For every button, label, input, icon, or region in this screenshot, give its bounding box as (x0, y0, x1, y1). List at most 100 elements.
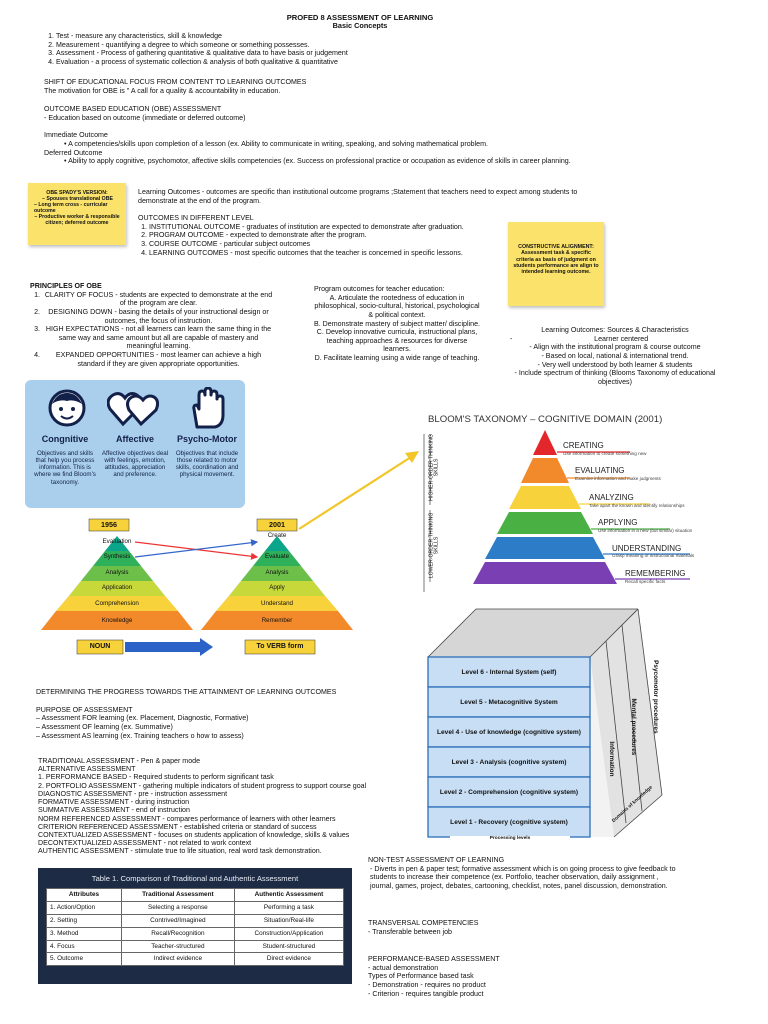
bloom-level-desc: Use information to create something new (563, 451, 647, 456)
face-icon (47, 388, 87, 428)
list-item: B. Demonstrate mastery of subject matter… (314, 319, 480, 328)
bloom-revision-diagram: 1956 2001 Evaluation Synthesis Analysis … (25, 512, 370, 662)
domain-text: Objectives that include those related to… (175, 450, 239, 479)
new-level: Create (267, 532, 287, 539)
list-item-text: Align with the institutional program & c… (533, 343, 701, 352)
principles-section: PRINCIPLES OF OBE CLARITY OF FOCUS - stu… (30, 282, 275, 368)
list-item: Assessment - Process of gathering quanti… (56, 49, 502, 58)
immediate-label: Immediate Outcome (44, 131, 108, 140)
cube-level: Level 2 - Comprehension (cognitive syste… (439, 789, 579, 796)
shift-section: SHIFT OF EDUCATIONAL FOCUS FROM CONTENT … (44, 78, 544, 95)
blooms-taxonomy-chart: BLOOM'S TAXONOMY – COGNITIVE DOMAIN (200… (420, 410, 720, 595)
nontest-section: NON-TEST ASSESSMENT OF LEARNING - Divert… (368, 856, 678, 891)
obe-item: - Education based on outcome (immediate … (44, 113, 246, 122)
list-item: – Assessment FOR learning (ex. Placement… (36, 714, 249, 723)
list-item: HIGH EXPECTATIONS - not all learners can… (42, 325, 275, 351)
bloom-revision-svg (41, 518, 353, 656)
list-item-text: Assessment FOR learning (ex. Placement, … (41, 714, 249, 723)
list-item: CLARITY OF FOCUS - students are expected… (42, 291, 275, 308)
nontest-heading: NON-TEST ASSESSMENT OF LEARNING (368, 856, 505, 864)
hand-icon (187, 386, 227, 429)
page-title: PROFED 8 ASSESSMENT OF LEARNING (286, 13, 434, 22)
list-item-text: Very well understood by both learner & s… (541, 360, 693, 369)
old-level: Application (101, 584, 133, 591)
table-cell: 1. Action/Option (46, 901, 122, 915)
basic-concepts-list: Test - measure any characteristics, skil… (42, 32, 502, 67)
program-outcomes: Program outcomes for teacher education: … (312, 285, 482, 363)
noun-label: NOUN (89, 643, 111, 650)
old-level: Comprehension (95, 600, 139, 607)
lower-order-label: LOWER-ORDER THINKING SKILLS (428, 512, 440, 579)
verb-label: To VERB form (256, 643, 304, 650)
list-item-text: Assessment OF learning (ex. Summative) (41, 722, 173, 731)
bloom-level-desc: Grasp meaning of instructional materials (612, 553, 695, 558)
table-cell: Student-structured (233, 939, 345, 954)
list-item: - Very well understood by both learner &… (537, 360, 693, 369)
list-item: CONTEXTUALIZED ASSESSMENT - focuses on s… (38, 830, 350, 839)
list-item: PROGRAM OUTCOME - expected to demonstrat… (149, 231, 508, 240)
year-1956: 1956 (101, 520, 117, 529)
year-2001: 2001 (269, 520, 285, 529)
new-level: Apply (269, 584, 285, 591)
transversal-heading: TRANSVERSAL COMPETENCIES (368, 919, 479, 927)
page-subtitle: Basic Concepts (332, 21, 388, 30)
list-item: - Include spectrum of thinking (Blooms T… (514, 369, 716, 386)
obe-heading: OUTCOME BASED EDUCATION (OBE) ASSESSMENT (44, 105, 222, 113)
learning-domains-panel: Congnitive Affective Psycho-Motor Object… (25, 380, 245, 508)
performance-section: PERFORMANCE-BASED ASSESSMENT - actual de… (368, 955, 668, 998)
old-level: Synthesis (103, 553, 131, 560)
table-cell: Performing a task (233, 901, 345, 915)
hearts-icon (106, 388, 160, 428)
bloom-level-desc: Examine information and make judgments (575, 476, 661, 481)
table-cell: 3. Method (46, 926, 122, 941)
principles-heading: PRINCIPLES OF OBE (30, 282, 102, 290)
constructive-text: Assessment task & specific criteria as b… (513, 250, 599, 276)
processing-levels-label: Processing levels (450, 836, 570, 842)
constructive-alignment-note: CONSTRUCTIVE ALIGNMENT: Assessment task … (508, 222, 604, 306)
table-cell: 4. Focus (46, 939, 122, 954)
table-row: 3. Method Recall/Recognition Constructio… (46, 926, 345, 941)
comparison-table-card: Table 1. Comparison of Traditional and A… (38, 868, 352, 984)
bloom-title: BLOOM'S TAXONOMY – COGNITIVE DOMAIN (200… (428, 414, 663, 425)
table-header: Authentic Assessment (233, 888, 345, 903)
list-item: Test - measure any characteristics, skil… (56, 32, 502, 41)
table-header: Traditional Assessment (120, 888, 235, 903)
table-caption: Table 1. Comparison of Traditional and A… (91, 874, 299, 883)
immediate-text: • A competencies/skills upon completion … (64, 139, 488, 148)
immediate-text-value: A competencies/skills upon completion of… (68, 139, 488, 148)
spady-item: – Productive worker & responsible citize… (34, 213, 120, 226)
old-level: Knowledge (101, 617, 133, 624)
new-level: Understand (261, 600, 293, 607)
performance-line: Types of Performance based task (368, 972, 474, 981)
bloom-level-name: CREATING (563, 441, 604, 450)
list-item: TRADITIONAL ASSESSMENT - Pen & paper mod… (38, 757, 201, 765)
table-header-row: Attributes Traditional Assessment Authen… (46, 888, 345, 903)
list-item: -Learner centered (510, 334, 649, 343)
list-item: DIAGNOSTIC ASSESSMENT - pre - instructio… (38, 789, 228, 798)
list-item-text: Assessment AS learning (ex. Training tea… (41, 731, 244, 740)
list-item: Measurement - quantifying a degree to wh… (56, 41, 502, 50)
table-row: 1. Action/Option Selecting a response Pe… (46, 901, 345, 915)
cube-level: Level 3 - Analysis (cognitive system) (451, 759, 567, 766)
bloom-level-name: APPLYING (598, 518, 638, 527)
connector-arrow (298, 451, 419, 530)
new-level: Analysis (265, 569, 289, 576)
cube-level: Level 5 - Metacognitive System (460, 699, 558, 706)
comparison-table: Attributes Traditional Assessment Authen… (46, 888, 345, 967)
list-item: NORM REFERENCED ASSESSMENT - compares pe… (38, 814, 336, 823)
progress-heading: DETERMINING THE PROGRESS TOWARDS THE ATT… (36, 688, 337, 696)
list-item-text: Include spectrum of thinking (Blooms Tax… (518, 369, 716, 386)
nontest-text: - Diverts in pen & paper test; formative… (370, 864, 676, 890)
bloom-level-name: UNDERSTANDING (612, 544, 682, 553)
list-item: COURSE OUTCOME - particular subject outc… (149, 240, 508, 249)
table-cell: Direct evidence (233, 952, 345, 967)
performance-line: - actual demonstration (368, 963, 439, 972)
spady-item: – Spouses translational OBE (42, 195, 113, 202)
deferred-label: Deferred Outcome (44, 148, 103, 157)
list-item: D. Facilitate learning using a wide rang… (314, 354, 480, 363)
table-cell: Situation/Real-life (233, 913, 345, 928)
performance-line: - Demonstration - requires no product (368, 980, 486, 989)
shift-text: The motivation for OBE is " A call for a… (44, 86, 281, 95)
bloom-pyramid-svg (423, 430, 690, 592)
list-item: 2. PORTFOLIO ASSESSMENT - gathering mult… (38, 781, 367, 790)
